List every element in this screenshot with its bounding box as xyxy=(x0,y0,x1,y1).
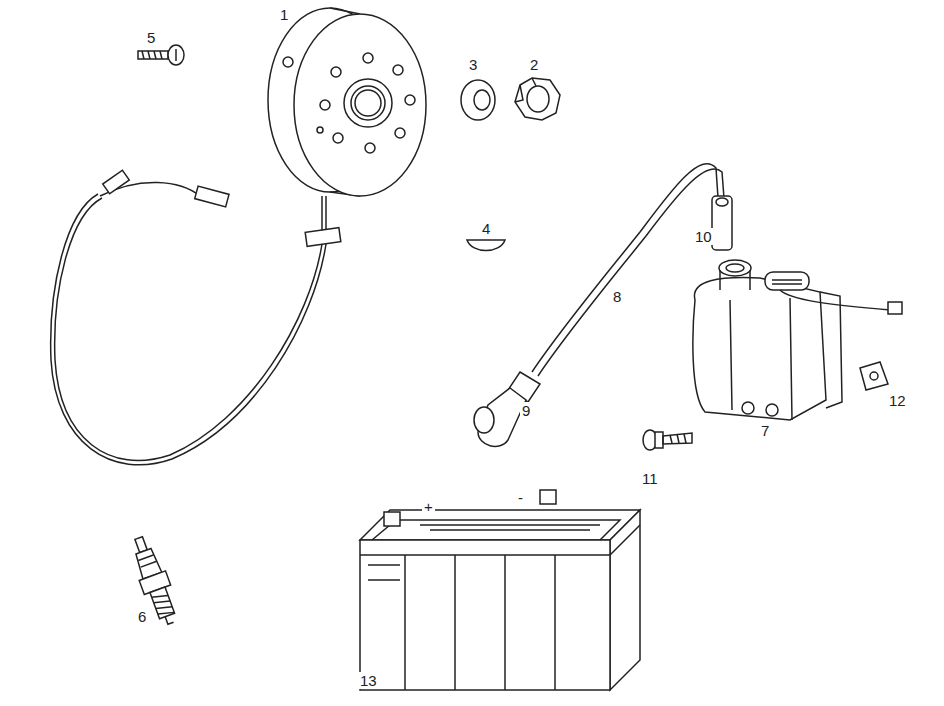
nut xyxy=(515,78,560,120)
spark-plug xyxy=(126,533,183,628)
callout-number: 1 xyxy=(278,6,290,23)
callout-number: + xyxy=(422,498,435,515)
spark-plug-cap xyxy=(474,372,540,446)
screw xyxy=(643,430,692,450)
plug-cap-connector xyxy=(712,196,732,250)
callout-number: 10 xyxy=(693,228,714,245)
callout-number: 9 xyxy=(520,402,532,419)
callout-number: 13 xyxy=(358,672,379,689)
callout-number: 5 xyxy=(145,29,157,46)
screw xyxy=(138,45,184,65)
callout-number: 11 xyxy=(640,470,660,487)
flywheel xyxy=(268,8,426,196)
callout-number: 6 xyxy=(136,608,148,625)
callout-number: 3 xyxy=(467,56,479,73)
clip-nut xyxy=(860,362,888,390)
callout-number: 4 xyxy=(480,220,492,237)
callout-number: - xyxy=(516,489,525,506)
callout-number: 2 xyxy=(528,56,540,73)
callout-number: 12 xyxy=(887,392,908,409)
stator-wire xyxy=(51,170,341,465)
washer xyxy=(461,80,495,120)
battery xyxy=(360,490,640,690)
callout-number: 8 xyxy=(611,288,623,305)
ignition-coil xyxy=(693,260,902,420)
woodruff-key xyxy=(467,240,505,251)
callout-number: 7 xyxy=(759,422,771,439)
